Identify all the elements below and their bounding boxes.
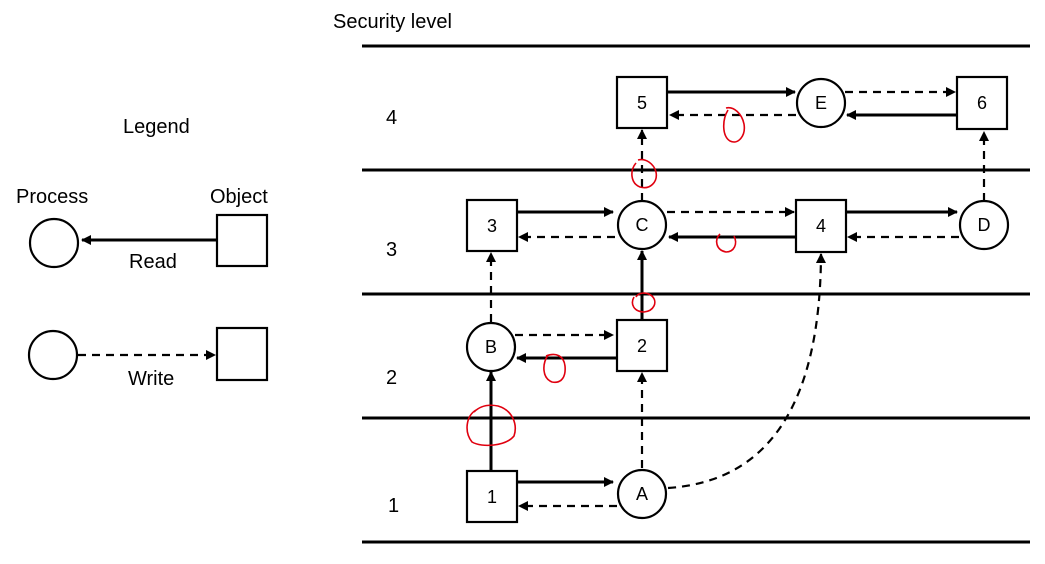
annotation-mark-4 [631, 292, 656, 313]
object-5 [615, 75, 669, 130]
level-label-4: 4 [386, 107, 397, 129]
process-B [465, 321, 517, 373]
legend-process-label: Process [16, 186, 88, 208]
level-label-2: 2 [386, 367, 397, 389]
object-6 [955, 75, 1009, 131]
legend-title: Legend [123, 116, 190, 138]
object-2-label: 2 [637, 336, 647, 356]
process-C-label: C [636, 215, 649, 235]
legend-process-circle-2 [27, 329, 79, 381]
process-A [616, 468, 668, 520]
legend-write-label: Write [128, 368, 174, 390]
process-B-label: B [485, 337, 497, 357]
object-4-label: 4 [816, 216, 826, 236]
annotation-mark-1 [722, 106, 746, 143]
process-E-label: E [815, 93, 827, 113]
legend-read-label: Read [129, 251, 177, 273]
annotation-mark-3 [715, 233, 737, 253]
process-E [795, 77, 847, 129]
object-1 [465, 469, 519, 524]
legend-object-square [215, 213, 269, 268]
annotation-mark-2 [631, 158, 658, 189]
object-4 [794, 198, 848, 254]
legend-process-circle [28, 217, 80, 269]
object-2 [615, 318, 669, 373]
annotation-mark-5 [543, 353, 566, 384]
object-5-label: 5 [637, 93, 647, 113]
object-1-label: 1 [487, 487, 497, 507]
level-label-3: 3 [386, 239, 397, 261]
process-A-label: A [636, 484, 648, 504]
process-D [958, 199, 1010, 251]
process-C [616, 199, 668, 251]
legend-object-label: Object [210, 186, 268, 208]
object-6-label: 6 [977, 93, 987, 113]
security-level-title: Security level [333, 11, 452, 33]
write-arrow-A-to-4 [667, 253, 826, 490]
object-3 [465, 198, 519, 253]
process-D-label: D [978, 215, 991, 235]
legend-object-square-2 [215, 326, 269, 382]
object-3-label: 3 [487, 216, 497, 236]
level-label-1: 1 [388, 495, 399, 517]
annotation-mark-6 [466, 404, 516, 447]
